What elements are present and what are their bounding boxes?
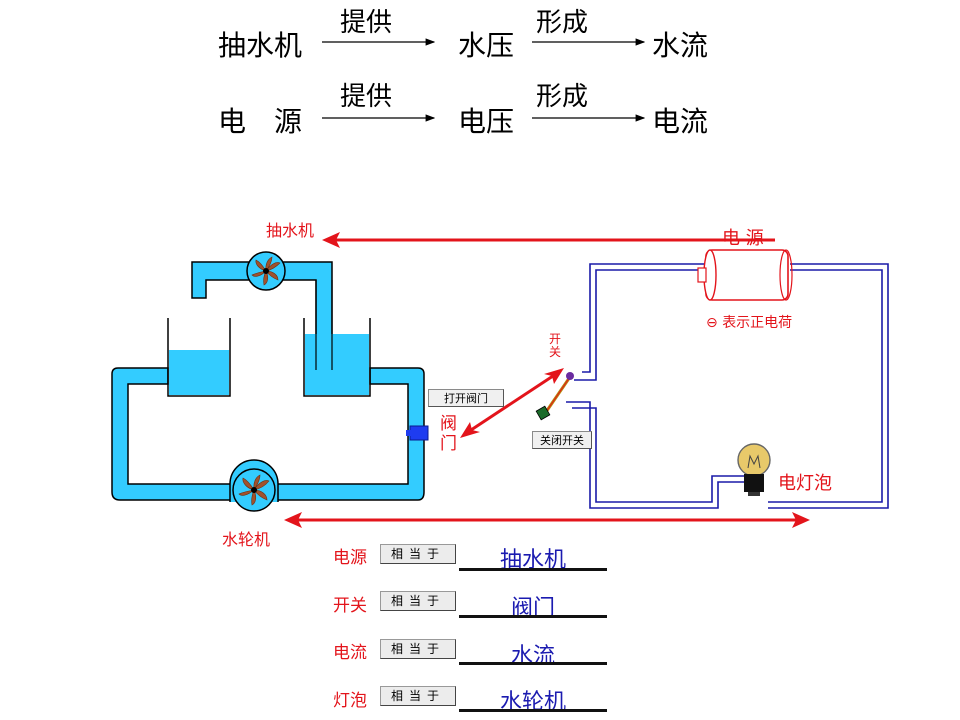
match-button-current[interactable]: 相当于 <box>380 639 456 659</box>
open-valve-button[interactable]: 打开阀门 <box>428 389 504 407</box>
valve-icon <box>406 425 429 441</box>
row2-mid: 电压 <box>458 105 515 138</box>
switch-label: 开 关 <box>549 333 561 359</box>
match-button-bulb[interactable]: 相当于 <box>380 686 456 706</box>
pump-icon <box>246 251 286 291</box>
turbine-icon <box>229 459 279 512</box>
valve-label-bottom: 门 <box>440 434 457 454</box>
row2-arrow1-label: 提供 <box>340 82 393 112</box>
row2-result: 电流 <box>652 105 709 138</box>
match-term-switch: 开关 <box>333 596 367 616</box>
match-term-power: 电源 <box>333 548 367 568</box>
row1-mid: 水压 <box>458 29 515 62</box>
valve-label: 阀 门 <box>440 414 457 454</box>
water-circuit <box>111 261 425 501</box>
match-button-power[interactable]: 相当于 <box>380 544 456 564</box>
match-underline <box>459 568 607 571</box>
match-answer-current: 水流 <box>510 644 555 669</box>
valve-label-top: 阀 <box>440 414 457 434</box>
electric-circuit <box>566 263 889 509</box>
switch-label-top: 开 <box>549 332 562 346</box>
row2-arrow2-label: 形成 <box>536 82 589 112</box>
switch-icon <box>535 372 574 421</box>
red-arrows <box>284 232 810 528</box>
pump-label: 抽水机 <box>266 221 315 240</box>
row2-source: 电 源 <box>218 105 303 138</box>
turbine-label: 水轮机 <box>222 530 271 549</box>
power-source-label: 电 源 <box>722 228 764 249</box>
match-term-bulb: 灯泡 <box>333 691 367 711</box>
match-underline <box>459 709 607 712</box>
row1-arrow2-label: 形成 <box>536 8 589 38</box>
close-switch-button[interactable]: 关闭开关 <box>532 431 592 449</box>
row1-source: 抽水机 <box>218 29 303 62</box>
charge-legend: ⊖ 表示正电荷 <box>706 316 792 330</box>
bulb-label: 电灯泡 <box>778 473 832 494</box>
row1-result: 水流 <box>652 29 709 62</box>
row1-arrow1-label: 提供 <box>340 8 393 38</box>
match-underline <box>459 615 607 618</box>
match-term-current: 电流 <box>333 643 367 663</box>
match-underline <box>459 662 607 665</box>
bulb-icon <box>737 443 771 496</box>
power-source-icon <box>697 249 793 301</box>
switch-label-bottom: 关 <box>549 345 562 359</box>
charge-legend-text: 表示正电荷 <box>722 315 793 331</box>
match-button-switch[interactable]: 相当于 <box>380 591 456 611</box>
positive-charge-icon: ⊖ <box>706 315 718 331</box>
